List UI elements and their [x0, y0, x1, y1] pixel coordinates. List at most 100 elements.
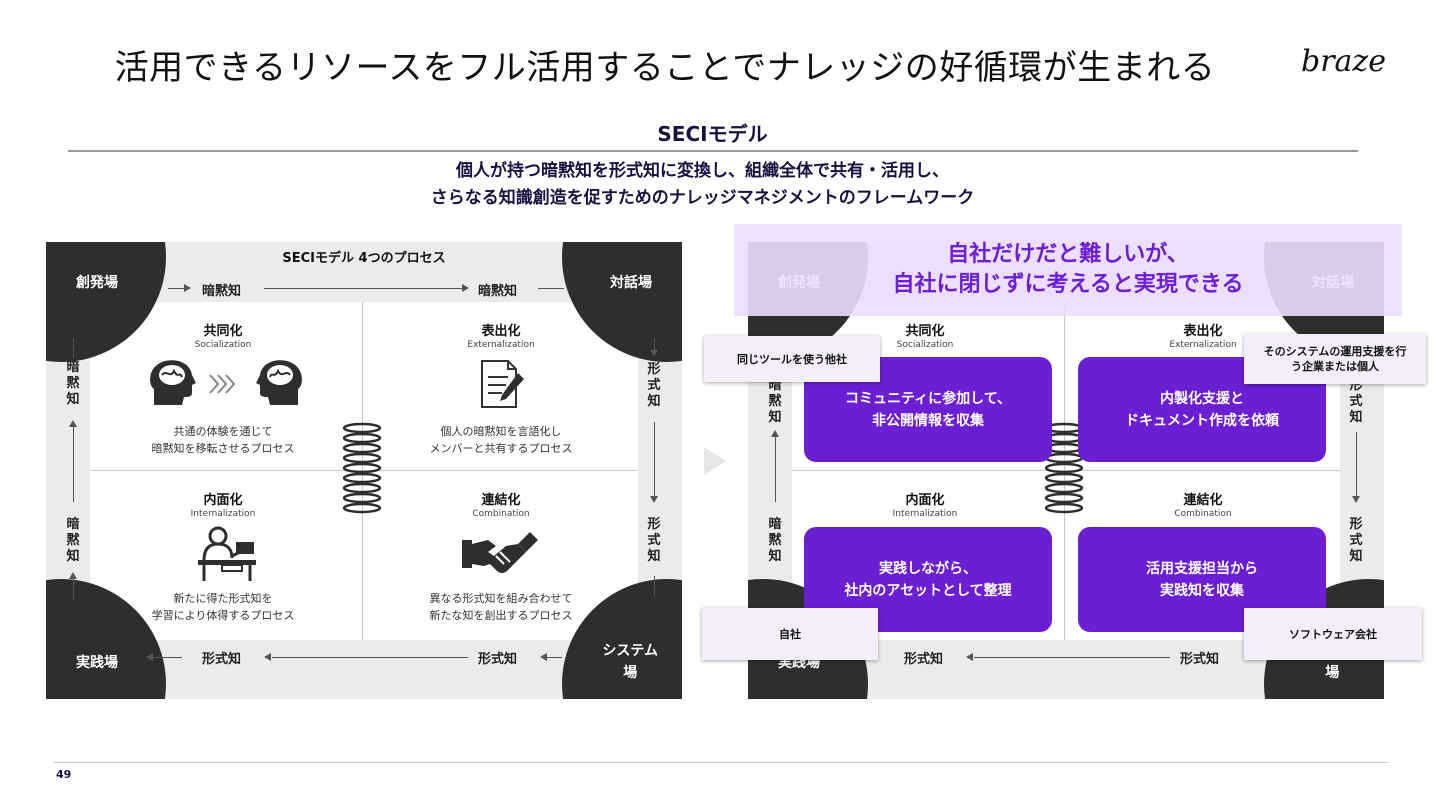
- headline-banner: [734, 224, 1402, 316]
- flow-vline-left-c: [73, 574, 74, 600]
- flow-vline-left-a: [73, 338, 74, 358]
- box-internalization-line-2: 社内のアセットとして整理: [844, 582, 1012, 599]
- person-studying-icon: [198, 526, 256, 581]
- flow-line-bottom-b: [272, 657, 468, 658]
- flow-label-bottom-explicit-1: 形式知: [202, 652, 242, 667]
- quadrant-combination-title: 連結化: [1183, 493, 1223, 508]
- quadrant-combination-desc-2: 新たな知を創出するプロセス: [429, 609, 573, 622]
- arrow-up-icon: [69, 420, 77, 427]
- callout-other-companies: 同じツールを使う他社: [704, 336, 880, 382]
- quadrant-internalization-desc-2: 学習により体得するプロセス: [151, 609, 295, 622]
- flow-line-top-b: [264, 288, 464, 289]
- quadrant-socialization-en: Socialization: [896, 340, 954, 350]
- heads-brain-icon: [150, 360, 302, 405]
- spiral-icon: [342, 422, 382, 514]
- arrow-up-icon: [771, 430, 779, 437]
- callout-support-providers: そのシステムの運用支援を行 う企業または個人: [1244, 334, 1426, 384]
- flow-line-bottom-a: [152, 657, 182, 658]
- corner-label-jissenba: 実践場: [76, 655, 118, 671]
- quadrant-combination-title: 連結化: [481, 493, 521, 508]
- quadrant-externalization-desc-2: メンバーと共有するプロセス: [429, 442, 573, 455]
- box-socialization-line-1: コミュニティに参加して、: [844, 390, 1012, 407]
- quadrant-externalization-desc-1: 個人の暗黙知を言語化し: [440, 425, 562, 438]
- quadrant-divider-horizontal: [90, 470, 638, 471]
- quadrant-combination-desc: 異なる形式知を組み合わせて 新たな知を創出するプロセス: [364, 590, 638, 624]
- quadrant-internalization-title: 内面化: [905, 493, 945, 508]
- flow-vline-right-b: [1356, 432, 1357, 500]
- box-internalization-line-1: 実践しながら、: [879, 560, 977, 577]
- quadrant-externalization-desc: 個人の暗黙知を言語化し メンバーと共有するプロセス: [364, 423, 638, 457]
- flow-label-right-explicit-1: 形式知: [647, 362, 661, 409]
- footer-divider: [54, 762, 1388, 763]
- quadrant-combination-desc-1: 異なる形式知を組み合わせて: [429, 592, 573, 605]
- seci-heading: SECIモデル: [657, 122, 768, 146]
- box-externalization-line-2: ドキュメント作成を依頼: [1125, 412, 1279, 429]
- arrow-up-icon: [69, 572, 77, 579]
- quadrant-divider-horizontal: [792, 470, 1340, 471]
- quadrant-externalization-title: 表出化: [481, 324, 521, 339]
- callout-own-company: 自社: [702, 608, 878, 660]
- quadrant-internalization-desc-1: 新たに得た形式知を: [173, 592, 273, 605]
- arrow-left-icon: [264, 653, 271, 661]
- quadrant-socialization-desc-1: 共通の体験を通じて: [173, 425, 273, 438]
- corner-label-systemba-1: システム: [602, 643, 658, 659]
- flow-label-right-explicit-2: 形式知: [1349, 517, 1363, 564]
- callout-software-company: ソフトウェア会社: [1244, 608, 1422, 660]
- flow-label-left-tacit-1: 暗黙知: [66, 360, 80, 407]
- flow-label-right-explicit-2: 形式知: [647, 517, 661, 564]
- corner-label-systemba-2: 場: [1325, 665, 1340, 681]
- flow-vline-right-b: [654, 422, 655, 500]
- document-pen-icon: [481, 360, 524, 408]
- flow-vline-left-b: [73, 422, 74, 502]
- flow-label-bottom-explicit-2: 形式知: [1180, 652, 1220, 667]
- arrow-left-icon: [540, 653, 547, 661]
- box-combination-line-1: 活用支援担当から: [1146, 560, 1258, 577]
- quadrant-internalization-desc: 新たに得た形式知を 学習により体得するプロセス: [86, 590, 360, 624]
- page-number: 49: [56, 768, 72, 781]
- arrow-down-icon: [650, 496, 658, 503]
- arrow-left-icon: [966, 653, 973, 661]
- flow-line-top-c: [538, 288, 564, 289]
- subtitle-line-1: 個人が持つ暗黙知を形式知に変換し、組織全体で共有・活用し、: [456, 161, 949, 181]
- quadrant-socialization-title: 共同化: [905, 324, 945, 339]
- arrow-down-icon: [1352, 496, 1360, 503]
- slide-title: 活用できるリソースをフル活用することでナレッジの好循環が生まれる: [114, 48, 1216, 88]
- corner-label-taiwaba: 対話場: [610, 275, 652, 291]
- flow-label-top-tacit-1: 暗黙知: [202, 284, 242, 299]
- flow-label-top-tacit-2: 暗黙知: [478, 284, 518, 299]
- diagram-title: SECIモデル 4つのプロセス: [282, 251, 446, 266]
- quadrant-socialization-title: 共同化: [203, 324, 243, 339]
- callout-support-line-2: う企業または個人: [1290, 360, 1379, 373]
- quadrant-socialization-desc: 共通の体験を通じて 暗黙知を移転させるプロセス: [86, 423, 360, 457]
- arrow-right-icon: [184, 284, 191, 292]
- handshake-icon: [462, 532, 538, 573]
- flow-label-left-tacit-2: 暗黙知: [768, 517, 782, 564]
- corner-label-systemba-2: 場: [623, 665, 638, 681]
- headline-line-2: 自社に閉じずに考えると実現できる: [892, 272, 1244, 297]
- flow-label-bottom-explicit-1: 形式知: [904, 652, 944, 667]
- quadrant-combination-en: Combination: [472, 509, 530, 519]
- flow-vline-left-b: [775, 432, 776, 502]
- box-externalization-line-1: 内製化支援と: [1160, 390, 1244, 407]
- quadrant-socialization-en: Socialization: [194, 340, 252, 350]
- quadrant-externalization-title: 表出化: [1183, 324, 1223, 339]
- arrow-left-icon: [146, 653, 153, 661]
- quadrant-internalization-en: Internalization: [190, 509, 256, 519]
- flow-line-top-a: [168, 288, 186, 289]
- quadrant-externalization-en: Externalization: [467, 340, 535, 350]
- quadrant-internalization-en: Internalization: [892, 509, 958, 519]
- flow-label-left-tacit-1: 暗黙知: [768, 378, 782, 425]
- headline-line-1: 自社だけだと難しいが、: [947, 242, 1189, 267]
- headline-text: 自社だけだと難しいが、 自社に閉じずに考えると実現できる: [734, 240, 1402, 300]
- flow-label-right-explicit-1: 形式知: [1349, 378, 1363, 425]
- arrow-right-icon: [462, 284, 469, 292]
- heading-divider: [68, 150, 1358, 152]
- corner-label-systemba: システム 場: [602, 640, 658, 684]
- quadrant-socialization-desc-2: 暗黙知を移転させるプロセス: [151, 442, 295, 455]
- flow-vline-right-a: [654, 338, 655, 354]
- braze-logo: braze: [1301, 44, 1386, 79]
- seci-diagram-left: 創発場 対話場 実践場 システム 場 SECIモデル 4つのプロセス 暗黙知 暗…: [46, 242, 682, 699]
- flow-vline-right-c: [654, 576, 655, 596]
- box-socialization-line-2: 非公開情報を収集: [871, 412, 984, 429]
- quadrant-combination-en: Combination: [1174, 509, 1232, 519]
